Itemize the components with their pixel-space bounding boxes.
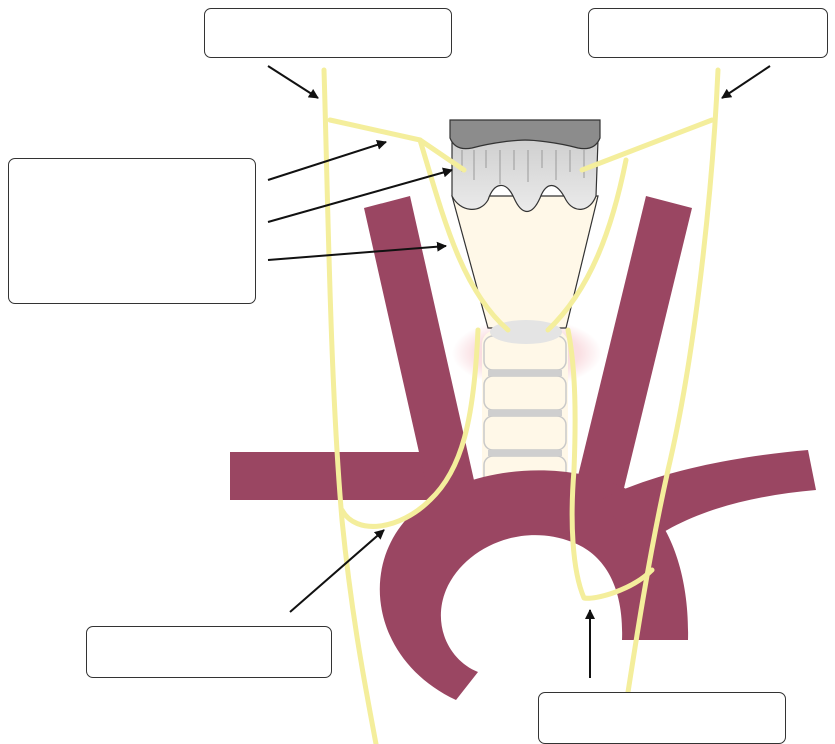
label-box-top-right	[588, 8, 828, 58]
tracheal-ring-gap-1	[488, 370, 562, 376]
label-text-bottom-left	[87, 627, 331, 643]
tracheal-ring-gap-2	[488, 410, 562, 416]
tracheal-ring-gap-3	[488, 450, 562, 456]
subclavian-artery-left-side	[230, 452, 440, 500]
tracheal-rings	[484, 336, 566, 488]
arrow-bottom-left	[290, 530, 384, 612]
label-box-bottom-right	[538, 692, 786, 744]
trachea-upper	[452, 196, 598, 328]
arrow-left-middle-2	[268, 170, 452, 222]
subclavian-artery-right-side	[600, 450, 816, 548]
superior-laryngeal-nerve-right	[582, 120, 712, 170]
arrow-top-right	[722, 66, 770, 98]
label-text-top-right	[589, 9, 827, 25]
tracheal-ring-3	[484, 416, 566, 450]
label-text-left-middle	[9, 159, 255, 175]
label-text-bottom-right	[539, 693, 785, 709]
superior-laryngeal-nerve-left	[330, 120, 464, 170]
arrow-top-left	[268, 66, 318, 98]
label-text-top-left	[205, 9, 451, 25]
tracheal-ring-2	[484, 376, 566, 410]
label-box-left-middle	[8, 158, 256, 304]
label-box-top-left	[204, 8, 452, 58]
label-box-bottom-left	[86, 626, 332, 678]
